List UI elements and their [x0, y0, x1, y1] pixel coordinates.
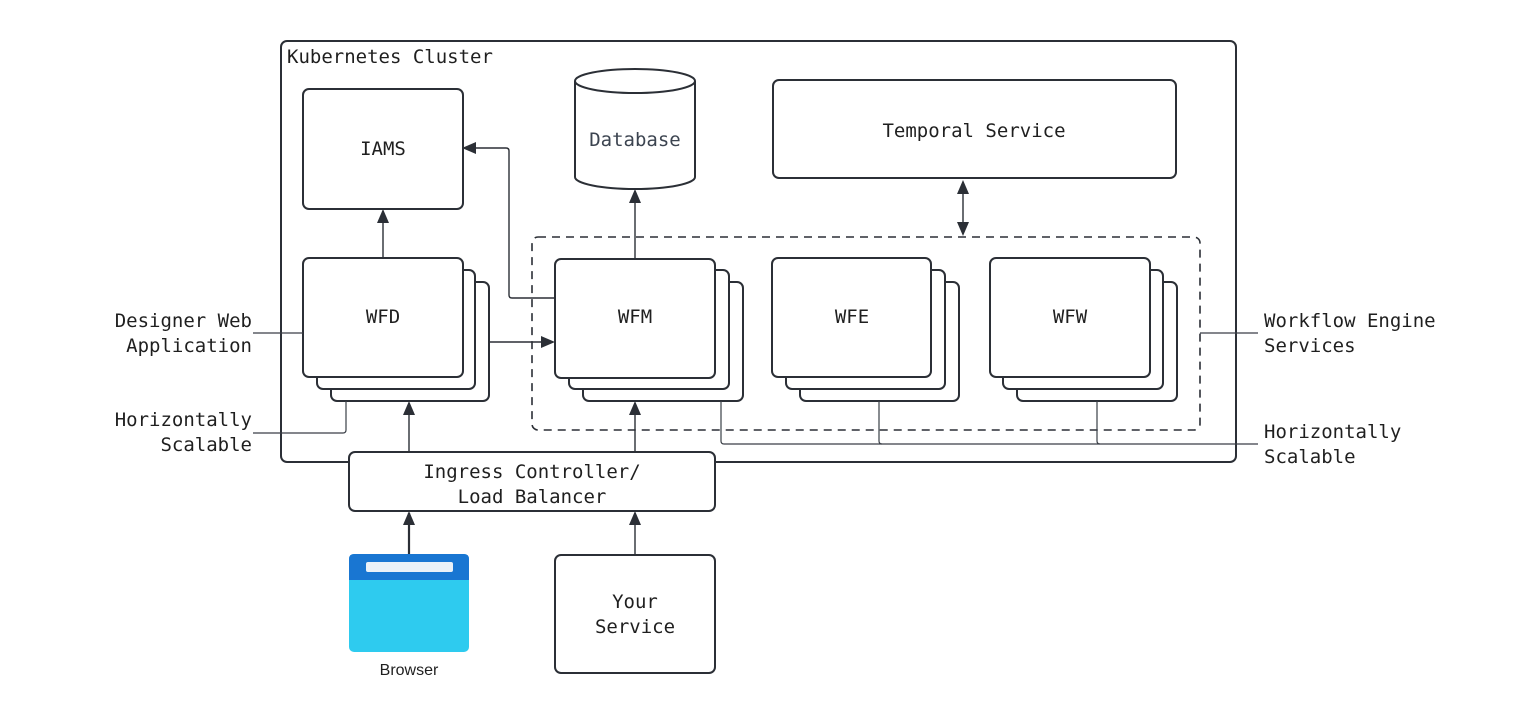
- your-service-label-line1: Your: [612, 591, 658, 613]
- ingress-label-line1: Ingress Controller/: [423, 461, 640, 483]
- your-service-label-line2: Service: [595, 616, 675, 638]
- wfd-label: WFD: [366, 306, 400, 328]
- left-scalable-label-line1: Horizontally: [115, 409, 252, 431]
- right-scalable-label-line2: Scalable: [1264, 446, 1356, 468]
- ingress-label-line2: Load Balancer: [458, 486, 607, 508]
- temporal-service-label: Temporal Service: [882, 120, 1065, 142]
- connectors: [377, 142, 969, 555]
- database-node: Database: [574, 68, 696, 190]
- engine-label-line1: Workflow Engine: [1264, 310, 1436, 332]
- kubernetes-cluster: [280, 40, 1237, 463]
- wfe-node-stack: WFE: [771, 257, 960, 402]
- right-scalable-label-line1: Horizontally: [1264, 421, 1401, 443]
- workflow-engine-group: [531, 236, 1201, 431]
- wfm-node-stack: WFM: [554, 258, 744, 402]
- designer-label-line2: Application: [126, 335, 252, 357]
- annotation-lines: [253, 332, 1258, 445]
- database-label: Database: [589, 129, 681, 151]
- your-service-node: Your Service: [554, 554, 716, 674]
- iams-label: IAMS: [360, 138, 406, 160]
- designer-label-line1: Designer Web: [115, 310, 252, 332]
- wfm-label: WFM: [618, 306, 652, 328]
- wfw-label: WFW: [1053, 306, 1088, 328]
- wfw-node-stack: WFW: [989, 257, 1178, 402]
- browser-label: Browser: [380, 662, 439, 679]
- iams-node: IAMS: [302, 88, 464, 210]
- ingress-controller-node: Ingress Controller/ Load Balancer: [348, 451, 716, 512]
- arrow-wfm-to-iams: [462, 142, 555, 299]
- left-scalable-label-line2: Scalable: [160, 434, 252, 456]
- browser-icon: Browser: [349, 554, 469, 679]
- temporal-service-node: Temporal Service: [772, 79, 1177, 179]
- wfe-label: WFE: [835, 306, 869, 328]
- wfd-node-stack: WFD: [302, 257, 490, 402]
- cluster-title: Kubernetes Cluster: [287, 46, 493, 68]
- engine-label-line2: Services: [1264, 335, 1356, 357]
